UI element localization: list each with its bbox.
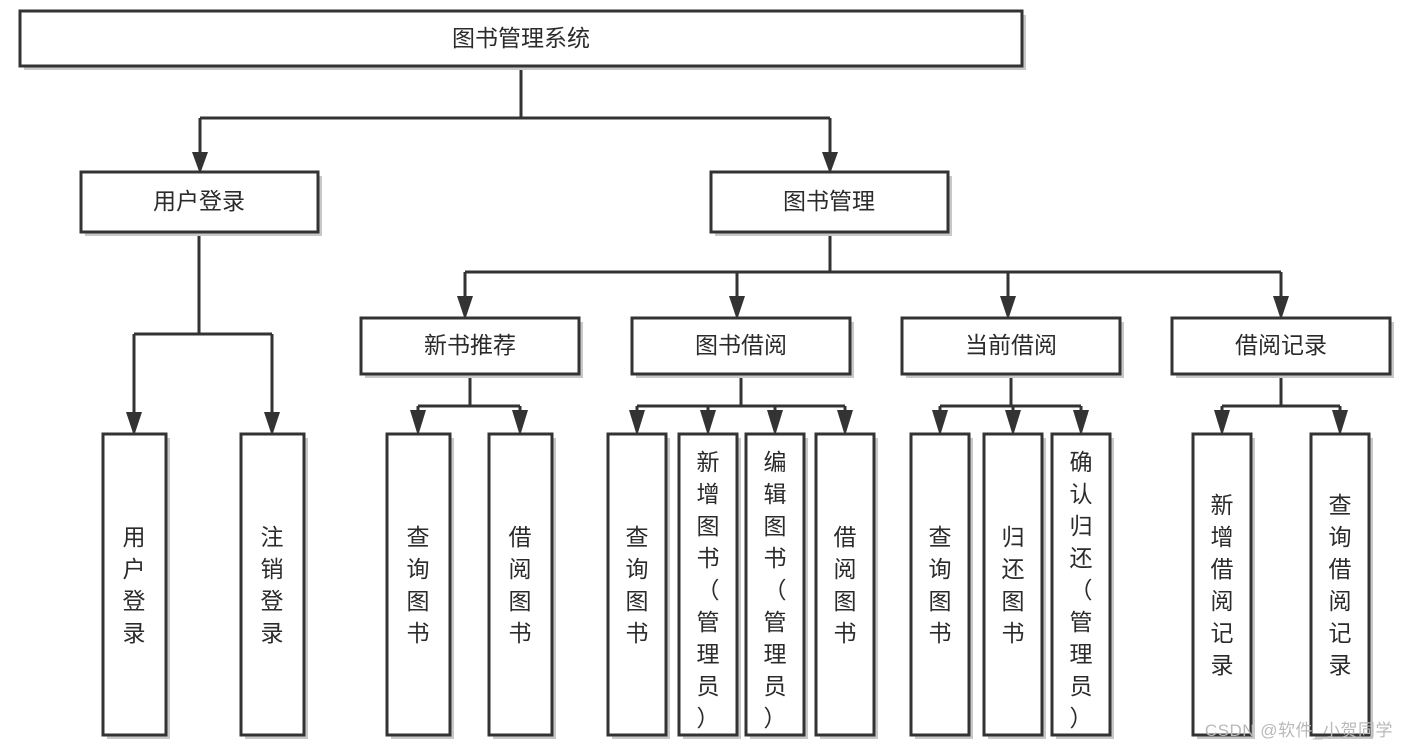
- node-book-management-box: [709, 170, 950, 234]
- csdn-watermark: CSDN @软件_小贺同学: [1204, 721, 1393, 740]
- node-root-box: [18, 9, 1024, 68]
- node-borrow-record[interactable]: 借阅记录: [1170, 316, 1394, 378]
- node-leaf-confirm-return-box: [1050, 432, 1112, 737]
- arrow-head-leaf-borrow-book-recommend: [512, 410, 528, 436]
- arrow-head-leaf-user-login: [126, 412, 142, 436]
- node-leaf-add-book-box: [677, 432, 739, 737]
- node-leaf-query-book-recommend-label: 查询图书: [407, 524, 430, 646]
- node-leaf-query-record-box: [1309, 432, 1371, 737]
- node-leaf-confirm-return[interactable]: 确认归还（管理员）: [1050, 432, 1114, 739]
- node-book-borrow[interactable]: 图书借阅: [630, 316, 854, 378]
- arrow-head-leaf-query-book-borrow: [629, 410, 645, 436]
- arrow-head-current-borrow: [1000, 296, 1016, 320]
- node-leaf-edit-book-box: [744, 432, 806, 737]
- node-leaf-query-book-recommend-box: [385, 432, 452, 737]
- arrow-head-borrow-record: [1273, 296, 1289, 320]
- arrow-head-book-borrow: [729, 296, 745, 320]
- node-leaf-query-book-current-box: [909, 432, 971, 737]
- node-leaf-return-book-label: 归还图书: [1002, 524, 1025, 646]
- node-current-borrow[interactable]: 当前借阅: [900, 316, 1124, 378]
- node-borrow-record-box: [1170, 316, 1392, 376]
- node-leaf-confirm-return-label: 确认归还（管理员）: [1070, 449, 1093, 731]
- node-leaf-logout[interactable]: 注销登录: [239, 432, 308, 739]
- arrow-head-leaf-edit-book: [767, 410, 783, 436]
- node-leaf-borrow-book-label: 借阅图书: [834, 524, 857, 646]
- node-leaf-query-book-current[interactable]: 查询图书: [909, 432, 973, 739]
- node-leaf-borrow-book[interactable]: 借阅图书: [814, 432, 878, 739]
- node-book-management-label: 图书管理: [783, 188, 875, 214]
- arrow-head-leaf-confirm-return: [1073, 410, 1089, 436]
- node-leaf-query-record-label: 查询借阅记录: [1329, 492, 1352, 678]
- node-book-borrow-box: [630, 316, 852, 376]
- node-user-login[interactable]: 用户登录: [79, 170, 322, 236]
- node-borrow-record-label: 借阅记录: [1235, 332, 1327, 358]
- node-leaf-edit-book[interactable]: 编辑图书（管理员）: [744, 432, 808, 739]
- node-leaf-query-book-borrow[interactable]: 查询图书: [606, 432, 670, 739]
- node-root-label: 图书管理系统: [452, 25, 590, 51]
- arrow-head-leaf-query-book-current: [932, 410, 948, 436]
- node-leaf-return-book-box: [982, 432, 1044, 737]
- node-user-login-box: [79, 170, 320, 234]
- node-leaf-return-book[interactable]: 归还图书: [982, 432, 1046, 739]
- arrow-head-leaf-query-record: [1332, 410, 1348, 436]
- node-leaf-add-record-label: 新增借阅记录: [1211, 492, 1234, 678]
- edge-layer: [126, 66, 1348, 436]
- node-leaf-logout-box: [239, 432, 306, 737]
- node-leaf-query-book-borrow-box: [606, 432, 668, 737]
- arrow-head-leaf-query-book-recommend: [410, 410, 426, 436]
- arrow-head-leaf-return-book: [1005, 410, 1021, 436]
- node-current-borrow-box: [900, 316, 1122, 376]
- node-leaf-borrow-book-box: [814, 432, 876, 737]
- node-new-book-recommend-box: [359, 316, 581, 376]
- node-user-login-label: 用户登录: [153, 188, 245, 214]
- arrow-head-new-book-recommend: [457, 296, 473, 320]
- node-leaf-borrow-book-recommend[interactable]: 借阅图书: [487, 432, 556, 739]
- arrow-head-leaf-borrow-book: [837, 410, 853, 436]
- node-new-book-recommend[interactable]: 新书推荐: [359, 316, 583, 378]
- node-leaf-add-record[interactable]: 新增借阅记录: [1191, 432, 1255, 739]
- arrow-head-leaf-add-record: [1214, 410, 1230, 436]
- node-leaf-query-book-current-label: 查询图书: [929, 524, 952, 646]
- node-leaf-user-login[interactable]: 用户登录: [101, 432, 170, 739]
- node-root[interactable]: 图书管理系统: [18, 9, 1026, 70]
- node-leaf-edit-book-label: 编辑图书（管理员）: [764, 449, 787, 731]
- node-book-management[interactable]: 图书管理: [709, 170, 952, 236]
- node-leaf-borrow-book-recommend-box: [487, 432, 554, 737]
- node-book-borrow-label: 图书借阅: [695, 332, 787, 358]
- node-layer: 图书管理系统 用户登录 图书管理 新书推荐: [18, 9, 1394, 739]
- arrow-head-leaf-add-book: [700, 410, 716, 436]
- node-leaf-query-book-borrow-label: 查询图书: [626, 524, 649, 646]
- node-leaf-add-book[interactable]: 新增图书（管理员）: [677, 432, 741, 739]
- node-leaf-add-book-label: 新增图书（管理员）: [697, 449, 720, 731]
- node-current-borrow-label: 当前借阅: [965, 332, 1057, 358]
- node-leaf-query-record[interactable]: 查询借阅记录: [1309, 432, 1373, 739]
- node-leaf-user-login-box: [101, 432, 168, 737]
- node-leaf-add-record-box: [1191, 432, 1253, 737]
- node-leaf-logout-label: 注销登录: [261, 524, 284, 646]
- node-leaf-user-login-label: 用户登录: [123, 524, 146, 646]
- node-leaf-borrow-book-recommend-label: 借阅图书: [509, 524, 532, 646]
- arrow-head-book-management: [822, 152, 838, 174]
- node-leaf-query-book-recommend[interactable]: 查询图书: [385, 432, 454, 739]
- arrow-head-leaf-logout: [264, 412, 280, 436]
- arrow-head-user-login: [192, 152, 208, 174]
- node-new-book-recommend-label: 新书推荐: [424, 332, 516, 358]
